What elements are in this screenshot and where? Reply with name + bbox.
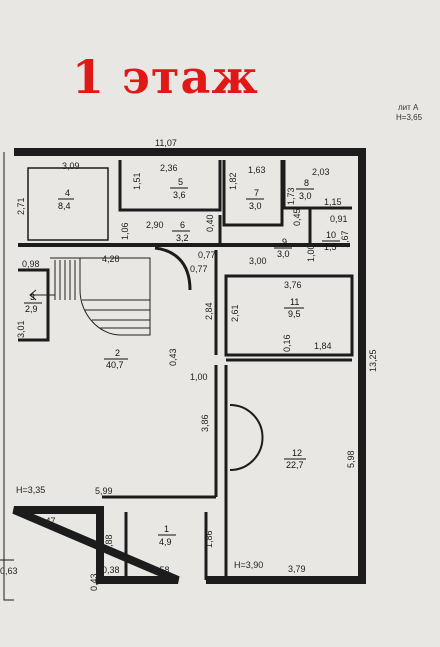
svg-text:3,0: 3,0 — [299, 191, 312, 201]
dim: 0,16 — [282, 334, 292, 352]
dim: 3,00 — [249, 256, 267, 266]
room-3: 3 2,9 — [24, 292, 42, 314]
svg-text:12: 12 — [292, 448, 302, 458]
svg-text:10: 10 — [326, 230, 336, 240]
svg-text:3,0: 3,0 — [249, 201, 262, 211]
room-6: 6 3,2 — [172, 220, 190, 243]
staircase — [29, 257, 151, 336]
room-11: 11 9,5 — [284, 297, 304, 319]
dim: 3,79 — [288, 564, 306, 574]
room-10: 10 1,5 — [322, 230, 340, 252]
dim: 1,67 — [340, 230, 350, 248]
room-9: 9 3,0 — [274, 237, 292, 259]
dim: 0,98 — [22, 259, 40, 269]
svg-text:5: 5 — [178, 177, 183, 187]
dim: 2,84 — [204, 302, 214, 320]
dim: 3,86 — [200, 414, 210, 432]
svg-text:11: 11 — [290, 297, 299, 307]
dim: 2,03 — [312, 167, 330, 177]
dim: 2,90 — [146, 220, 164, 230]
room-2: 2 40,7 — [104, 348, 128, 370]
walls — [0, 148, 366, 601]
svg-text:4,9: 4,9 — [159, 537, 172, 547]
room-12: 12 22,7 — [284, 448, 306, 470]
svg-text:40,7: 40,7 — [106, 360, 124, 370]
dim: 2,71 — [16, 197, 26, 215]
dim: 1,88 — [104, 534, 114, 552]
svg-text:1: 1 — [164, 524, 169, 534]
svg-text:9: 9 — [282, 237, 287, 247]
dim: H=3,35 — [16, 485, 45, 495]
room-4: 4 8,4 — [58, 188, 74, 211]
svg-text:3,0: 3,0 — [277, 249, 290, 259]
dim: 2,36 — [160, 163, 178, 173]
dim: 0,77 — [198, 250, 216, 260]
dim: 1,86 — [204, 530, 214, 548]
dim: 1,73 — [286, 187, 296, 205]
svg-text:6: 6 — [180, 220, 185, 230]
dim: 1,63 — [248, 165, 266, 175]
svg-text:22,7: 22,7 — [286, 460, 304, 470]
svg-text:4: 4 — [65, 188, 70, 198]
dim: 0,40 — [205, 214, 215, 232]
dim: 5,99 — [95, 486, 113, 496]
dim: 0,63 — [0, 566, 18, 576]
svg-text:2: 2 — [115, 348, 120, 358]
dim: 3,47 — [38, 516, 56, 526]
room-labels: 4 8,4 5 3,6 6 3,2 7 3,0 8 3,0 9 3,0 — [24, 177, 340, 547]
dim: 0,45 — [292, 208, 302, 226]
dim: 1,84 — [314, 341, 332, 351]
room-7: 7 3,0 — [246, 188, 264, 211]
svg-text:3,6: 3,6 — [173, 190, 186, 200]
floor-height: H=3,65 — [396, 113, 423, 122]
dim: 3,01 — [16, 320, 26, 338]
svg-text:7: 7 — [254, 188, 259, 198]
floor-title: 1 этаж — [72, 50, 259, 104]
dim: 2,61 — [230, 304, 240, 322]
dim: 4,28 — [102, 254, 120, 264]
svg-text:9,5: 9,5 — [288, 309, 301, 319]
dim: 2,58 — [152, 565, 170, 575]
dim: 1,00 — [306, 244, 316, 262]
dim: 1,06 — [120, 222, 130, 240]
svg-text:2,9: 2,9 — [25, 304, 38, 314]
semicircle-bay — [229, 404, 264, 471]
room-8: 8 3,0 — [296, 178, 314, 201]
svg-text:3: 3 — [30, 292, 35, 302]
dim: 5,98 — [346, 450, 356, 468]
dim: 3,09 — [62, 161, 80, 171]
dim: 1,82 — [228, 172, 238, 190]
svg-text:8,4: 8,4 — [58, 201, 71, 211]
room-5: 5 3,6 — [170, 177, 188, 200]
dim: 0,91 — [330, 214, 348, 224]
dim: 0,77 — [190, 264, 208, 274]
svg-text:1,5: 1,5 — [324, 242, 337, 252]
room-1: 1 4,9 — [158, 524, 176, 547]
dim: 1,51 — [132, 172, 142, 190]
svg-text:8: 8 — [304, 178, 309, 188]
dim: H=3,90 — [234, 560, 263, 570]
dim: 1,15 — [324, 197, 342, 207]
svg-text:3,2: 3,2 — [176, 233, 189, 243]
dimension-labels: 11,07 3,09 2,36 1,63 2,03 2,71 1,51 1,82… — [0, 138, 378, 591]
room-4-outline — [27, 167, 109, 241]
dim: 0,43 — [168, 348, 178, 366]
dim: 0,43 — [89, 573, 99, 591]
dim: 3,76 — [284, 280, 302, 290]
dim: 0,38 — [102, 565, 120, 575]
dim: 1,00 — [190, 372, 208, 382]
dim-total-height: 13,25 — [368, 349, 378, 372]
building-letter: лит А — [398, 103, 419, 112]
dim-total-width: 11,07 — [155, 138, 177, 148]
